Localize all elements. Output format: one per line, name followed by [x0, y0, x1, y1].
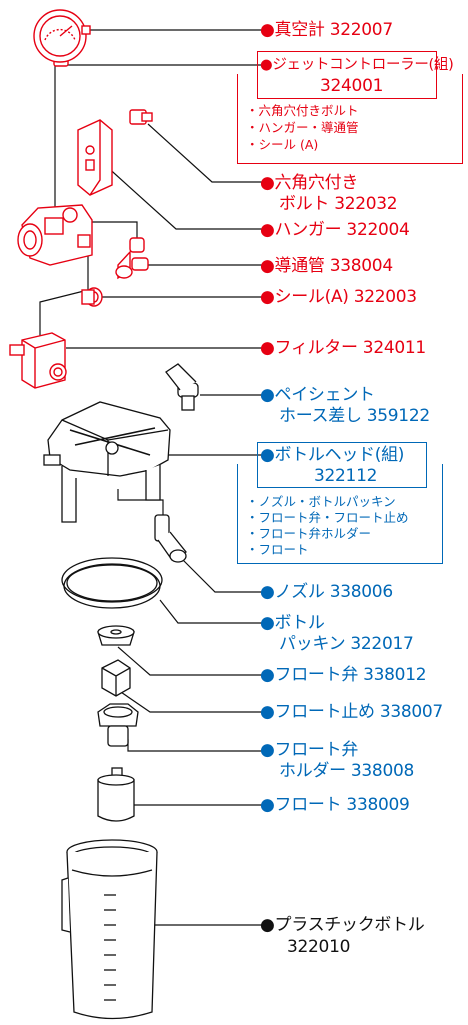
plastic-bottle-part — [61, 839, 158, 1020]
label-jet-controller: ●ジェットコントローラー(組) — [260, 57, 454, 73]
bottle-packing-part — [61, 557, 163, 609]
label-float: ●フロート 338009 — [260, 795, 410, 815]
leader-hex-bolt — [147, 123, 262, 183]
label-nozzle: ●ノズル 338006 — [260, 582, 393, 602]
seal-a-part — [81, 287, 103, 307]
filter-part — [9, 332, 67, 389]
label-float-valve-holder-2: ホルダー 338008 — [279, 761, 414, 781]
bottle-head-part — [43, 401, 171, 523]
label-plastic-bottle-2: 322010 — [287, 937, 351, 957]
leader-hanger — [103, 163, 262, 230]
jet-controller-part — [17, 204, 93, 266]
label-filter: ●フィルター 324011 — [260, 338, 426, 358]
leader-nozzle — [117, 489, 262, 593]
kit-item: ・フロート — [246, 542, 309, 557]
patient-hose-part — [165, 363, 199, 411]
label-conduit-pipe: ●導通管 338004 — [260, 256, 393, 276]
label-bottle-head: ●ボトルヘッド(組) — [260, 445, 405, 465]
label-hanger: ●ハンガー 322004 — [260, 220, 410, 240]
float-stopper-part — [101, 659, 131, 697]
kit-item: ・六角穴付きボルト — [246, 103, 359, 118]
leader-float-stopper — [114, 687, 262, 713]
leader-float-valve — [117, 646, 262, 676]
label-patient-hose-2: ホース差し 359122 — [279, 406, 430, 426]
nozzle-part — [154, 514, 187, 563]
bottle-head-title-box — [257, 442, 427, 488]
hex-bolt-part — [129, 109, 153, 125]
label-vacuum-gauge: ●真空計 322007 — [260, 20, 393, 40]
label-float-stopper: ●フロート止め 338007 — [260, 702, 443, 722]
label-hex-bolt-1: ●六角穴付き — [260, 173, 359, 193]
kit-item: ・フロート弁・フロート止め — [246, 510, 409, 525]
kit-item: ・ノズル・ボトルパッキン — [246, 494, 396, 509]
conduit-pipe-part — [115, 237, 149, 280]
hanger-part — [77, 119, 113, 196]
label-plastic-bottle-1: ●プラスチックボトル — [260, 915, 425, 935]
float-valve-holder-part — [97, 703, 139, 747]
kit-item: ・ハンガー・導通管 — [246, 120, 359, 135]
label-float-valve-holder-1: ●フロート弁 — [260, 740, 359, 760]
label-patient-hose-1: ●ペイシェント — [260, 385, 375, 405]
label-seal-a: ●シール(A) 322003 — [260, 287, 417, 307]
label-bottle-head-code: 322112 — [314, 466, 378, 486]
leader-controller-down — [39, 256, 89, 338]
label-jet-controller-code: 324001 — [320, 76, 384, 96]
vacuum-gauge-part — [33, 9, 91, 67]
label-bottle-packing-1: ●ボトル — [260, 613, 325, 633]
float-part — [97, 767, 135, 822]
leader-packing — [159, 599, 262, 624]
jet-controller-kit-box — [237, 74, 463, 164]
kit-item: ・シール (A) — [246, 137, 319, 152]
kit-item: ・フロート弁ホルダー — [246, 526, 372, 541]
float-valve-part — [97, 625, 135, 646]
bottle-head-kit-box — [237, 464, 443, 564]
label-hex-bolt-2: ボルト 322032 — [279, 194, 398, 214]
leader-float-holder — [120, 739, 262, 752]
label-float-valve: ●フロート弁 338012 — [260, 665, 427, 685]
jet-controller-title-box — [257, 51, 437, 99]
label-bottle-packing-2: パッキン 322017 — [279, 634, 414, 654]
